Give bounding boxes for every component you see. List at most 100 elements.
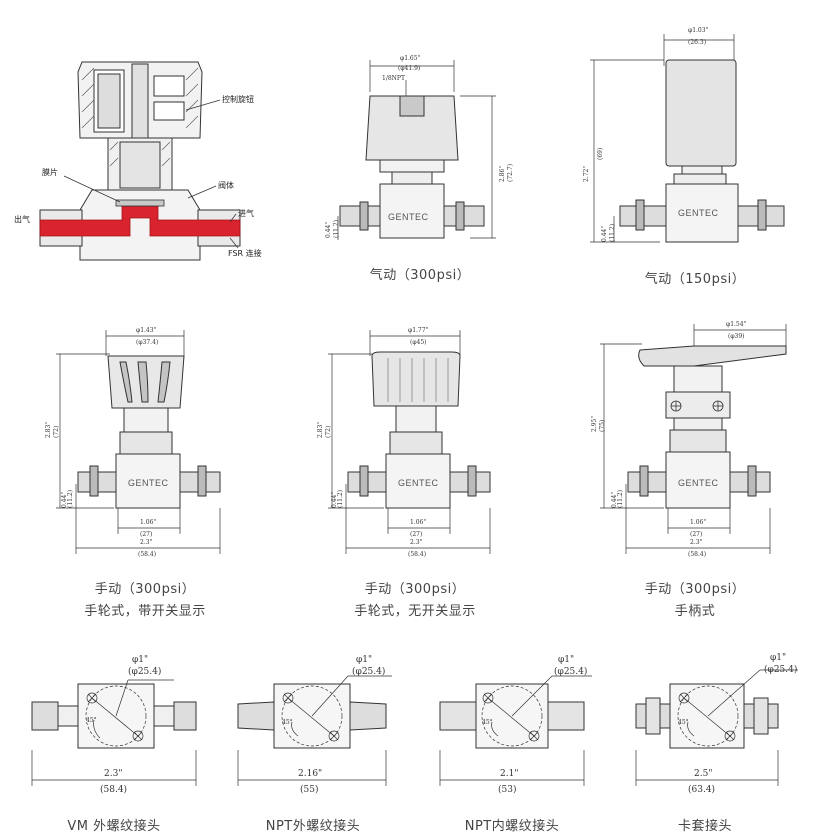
top-view-npt-male: φ1" (φ25.4) 45° 2.16" (55) NPT外螺纹接头 <box>228 640 408 837</box>
top-view-compression-drawing: φ1" (φ25.4) 45° 2.5" (63.4) <box>635 653 798 795</box>
m3-dim-b4: (58.4) <box>688 551 706 558</box>
vm-dia1: φ1" <box>132 655 148 665</box>
m1-dim-b2: (27) <box>140 531 152 538</box>
nptf-len1: 2.1" <box>500 769 518 779</box>
nptm-len2: (55) <box>300 784 318 795</box>
p300-npt: 1/8NPT <box>382 75 405 82</box>
m3-brand: GENTEC <box>678 478 719 488</box>
p150-caption: 气动（150psi） <box>644 272 746 287</box>
label-knob: 控制旋钮 <box>222 94 254 104</box>
vm-len1: 2.3" <box>104 769 122 779</box>
section-view: 控制旋钮 膜片 阀体 出气 进气 FSR 连接 <box>10 50 270 280</box>
top-view-npt-male-drawing: φ1" (φ25.4) 45° 2.16" (55) <box>237 655 392 795</box>
label-body: 阀体 <box>218 180 234 190</box>
top-view-npt-female: φ1" (φ25.4) 45° 2.1" (53) NPT内螺纹接头 <box>432 640 612 837</box>
m2-caption1: 手动（300psi） <box>364 582 466 597</box>
p300-brand: GENTEC <box>388 212 429 222</box>
p150-dim-left4: (11.2) <box>609 224 616 242</box>
m1-dim-b4: (58.4) <box>138 551 156 558</box>
m1-dim-b3: 2.3" <box>140 539 153 546</box>
p300-caption: 气动（300psi） <box>369 268 471 283</box>
comp-caption: 卡套接头 <box>677 819 732 834</box>
p300-dim-right2: (72.7) <box>507 164 514 182</box>
p300-dim-left1: 0.44" <box>325 222 332 238</box>
nptm-len1: 2.16" <box>298 769 322 779</box>
m3-dim-b1: 1.06" <box>690 519 706 526</box>
m2-caption2: 手轮式，无开关显示 <box>354 604 476 619</box>
vm-len2: (58.4) <box>100 784 127 795</box>
m2-dim-top2: (φ45) <box>410 339 427 346</box>
m3-dim-b3: 2.3" <box>690 539 703 546</box>
manual-indicator-drawing: φ1.43" (φ37.4) 2.83" (72) 0.44" (11.2) 1… <box>45 327 221 558</box>
p150-dim-left2: (69) <box>597 148 604 160</box>
m1-dim-h1: 2.83" <box>45 422 52 438</box>
m3-dim-h2: (75) <box>599 420 606 432</box>
label-outlet: 出气 <box>14 214 30 224</box>
m2-brand: GENTEC <box>398 478 439 488</box>
p150-dim-top1: φ1.03" <box>688 27 709 34</box>
m3-caption2: 手柄式 <box>674 604 716 619</box>
m1-brand: GENTEC <box>128 478 169 488</box>
comp-len1: 2.5" <box>694 769 712 779</box>
m3-dim-l1: 0.44" <box>611 492 618 508</box>
m2-dim-b4: (58.4) <box>408 551 426 558</box>
nptm-dia1: φ1" <box>356 655 372 665</box>
pneumatic-150-view: φ1.03" (26.3) 2.72" (69) 0.44" (11.2) GE… <box>583 20 800 287</box>
p150-dim-left3: 0.44" <box>601 226 608 242</box>
manual-plain-drawing: φ1.77" (φ45) 2.83" (72) 0.44" (11.2) 1.0… <box>317 327 491 558</box>
m2-dim-top1: φ1.77" <box>408 327 429 334</box>
top-view-vm-drawing: φ1" (φ25.4) 45° 2.3" (58.4) <box>31 655 197 795</box>
label-inlet: 进气 <box>238 208 254 218</box>
m1-dim-b1: 1.06" <box>140 519 156 526</box>
p300-dim-top1: φ1.65" <box>400 55 421 62</box>
vm-dia2: (φ25.4) <box>128 666 161 677</box>
m1-dim-l2: (11.2) <box>67 490 74 508</box>
nptf-dia1: φ1" <box>558 655 574 665</box>
m2-dim-h2: (72) <box>325 426 332 438</box>
top-view-compression: φ1" (φ25.4) 45° 2.5" (63.4) 卡套接头 <box>630 640 810 837</box>
m1-dim-l1: 0.44" <box>61 492 68 508</box>
m3-caption1: 手动（300psi） <box>644 582 746 597</box>
manual-indicator-view: φ1.43" (φ37.4) 2.83" (72) 0.44" (11.2) 1… <box>40 322 250 622</box>
m1-caption1: 手动（300psi） <box>94 582 196 597</box>
vm-angle: 45° <box>86 717 97 724</box>
section-drawing: 控制旋钮 膜片 阀体 出气 进气 FSR 连接 <box>14 61 262 261</box>
manual-plain-view: φ1.77" (φ45) 2.83" (72) 0.44" (11.2) 1.0… <box>310 322 520 622</box>
m2-dim-b1: 1.06" <box>410 519 426 526</box>
m1-dim-top2: (φ37.4) <box>136 339 158 346</box>
nptf-caption: NPT内螺纹接头 <box>464 819 560 834</box>
comp-len2: (63.4) <box>688 784 715 795</box>
m1-dim-top1: φ1.43" <box>136 327 157 334</box>
m3-dim-h1: 2.95" <box>591 416 598 432</box>
manual-handle-drawing: φ1.54" (φ39) 2.95" (75) 0.44" (11.2) 1.0… <box>591 321 787 558</box>
p150-brand: GENTEC <box>678 208 719 218</box>
p150-dim-top2: (26.3) <box>688 39 706 46</box>
comp-dia1: φ1" <box>770 653 786 663</box>
pneumatic-300-view: φ1.65" (φ41.9) 1/8NPT 2.86" (72.7) 0.44"… <box>320 20 520 283</box>
comp-dia2: (φ25.4) <box>764 664 797 675</box>
pneumatic-300-drawing: φ1.65" (φ41.9) 1/8NPT 2.86" (72.7) 0.44"… <box>325 55 514 240</box>
m2-dim-b2: (27) <box>410 531 422 538</box>
label-fsr: FSR 连接 <box>228 248 262 258</box>
m2-dim-l1: 0.44" <box>331 492 338 508</box>
nptm-dia2: (φ25.4) <box>352 666 385 677</box>
m1-caption2: 手轮式，带开关显示 <box>84 604 206 619</box>
label-diaphragm: 膜片 <box>42 167 58 177</box>
p300-dim-right1: 2.86" <box>499 166 506 182</box>
top-view-npt-female-drawing: φ1" (φ25.4) 45° 2.1" (53) <box>439 655 592 795</box>
m3-dim-b2: (27) <box>690 531 702 538</box>
p150-dim-left1: 2.72" <box>583 166 590 182</box>
nptf-len2: (53) <box>498 784 516 795</box>
m2-dim-l2: (11.2) <box>337 490 344 508</box>
m3-dim-l2: (11.2) <box>617 490 624 508</box>
nptm-angle: 45° <box>282 719 293 726</box>
manual-handle-view: φ1.54" (φ39) 2.95" (75) 0.44" (11.2) 1.0… <box>590 316 800 622</box>
p300-dim-top2: (φ41.9) <box>398 65 420 72</box>
vm-caption: VM 外螺纹接头 <box>67 819 161 834</box>
top-view-vm: φ1" (φ25.4) 45° 2.3" (58.4) VM 外螺纹接头 <box>24 640 204 837</box>
pneumatic-150-drawing: φ1.03" (26.3) 2.72" (69) 0.44" (11.2) GE… <box>583 27 785 243</box>
m3-dim-top1: φ1.54" <box>726 321 747 328</box>
m2-dim-h1: 2.83" <box>317 422 324 438</box>
nptf-dia2: (φ25.4) <box>554 666 587 677</box>
m3-dim-top2: (φ39) <box>728 333 745 340</box>
